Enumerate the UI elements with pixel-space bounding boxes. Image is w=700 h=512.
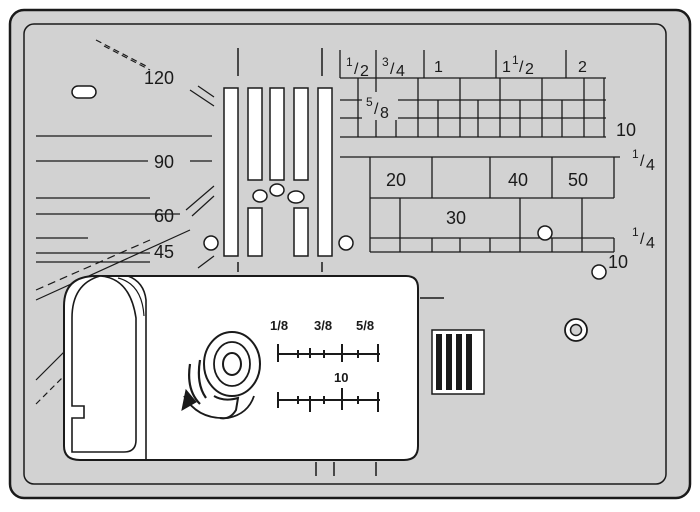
needle-hole-center <box>269 183 285 197</box>
bobbin-thread-guide-icon <box>181 331 261 420</box>
plate-inner-border <box>23 23 667 485</box>
needle-hole-right <box>287 190 305 204</box>
screw-hole-left <box>203 235 219 251</box>
inch-half-den: 2 <box>360 63 369 80</box>
inner-slot-3 <box>293 87 309 181</box>
mm-label-50: 50 <box>568 170 588 190</box>
five-eighths-den: 8 <box>380 105 389 122</box>
cover-scale-label-1-8: 1/8 <box>270 318 288 333</box>
angle-label-45: 45 <box>154 242 174 262</box>
inch-one: 1 <box>434 59 443 76</box>
top-left-slot <box>71 85 97 99</box>
angle-label-90: 90 <box>154 152 174 172</box>
plate-screw-inner <box>569 323 583 337</box>
cover-scale-label-5-8: 5/8 <box>356 318 374 333</box>
five-eighths-num: 5 <box>366 95 373 109</box>
needle-hole-left <box>252 189 268 203</box>
center-tick-marks <box>237 48 444 476</box>
angle-label-120: 120 <box>144 68 174 88</box>
mm-grid-hole <box>537 225 553 241</box>
inch-three-quarter-slash: / <box>390 61 395 78</box>
quarter-upper-num: 1 <box>632 147 639 161</box>
inch-two: 2 <box>578 59 587 76</box>
right-ten-lower: 10 <box>608 252 628 272</box>
inner-slot-2 <box>269 87 285 181</box>
mm-label-30: 30 <box>446 208 466 228</box>
inch-labels: 1 / 2 3 / 4 1 1 1 / 2 2 <box>346 53 587 80</box>
cover-scale <box>277 344 380 412</box>
quarter-lower-num: 1 <box>632 225 639 239</box>
screw-hole-right <box>338 235 354 251</box>
feed-dog-slots <box>203 87 354 257</box>
five-eighths-slash: / <box>374 101 379 118</box>
outer-slot-left <box>223 87 239 257</box>
inch-three-quarter-num: 3 <box>382 55 389 69</box>
quarter-lower-den: 4 <box>646 235 655 252</box>
release-button <box>431 329 485 395</box>
right-edge-hole <box>591 264 607 280</box>
inner-slot-1 <box>247 87 263 181</box>
outer-slot-right <box>317 87 333 257</box>
mm-label-40: 40 <box>508 170 528 190</box>
mm-label-20: 20 <box>386 170 406 190</box>
quarter-upper-den: 4 <box>646 157 655 174</box>
right-ten-upper: 10 <box>616 120 636 140</box>
inch-one-half-whole: 1 <box>502 59 511 76</box>
angle-label-60: 60 <box>154 206 174 226</box>
cover-scale-label-3-8: 3/8 <box>314 318 332 333</box>
inch-one-half-den: 2 <box>525 61 534 78</box>
inch-three-quarter-den: 4 <box>396 63 405 80</box>
angle-guide-lines <box>35 39 215 405</box>
lower-slot-right <box>293 207 309 257</box>
inch-half-num: 1 <box>346 55 353 69</box>
quarter-upper-slash: / <box>640 153 645 170</box>
five-eighths-label-bg <box>362 92 398 120</box>
lower-slot-left <box>247 207 263 257</box>
inch-one-half-slash: / <box>519 59 524 76</box>
mm-scale-grid <box>340 156 620 253</box>
quarter-lower-slash: / <box>640 231 645 248</box>
cover-scale-center: 10 <box>334 370 348 385</box>
inch-half-slash: / <box>354 61 359 78</box>
inch-one-half-num: 1 <box>512 53 519 67</box>
